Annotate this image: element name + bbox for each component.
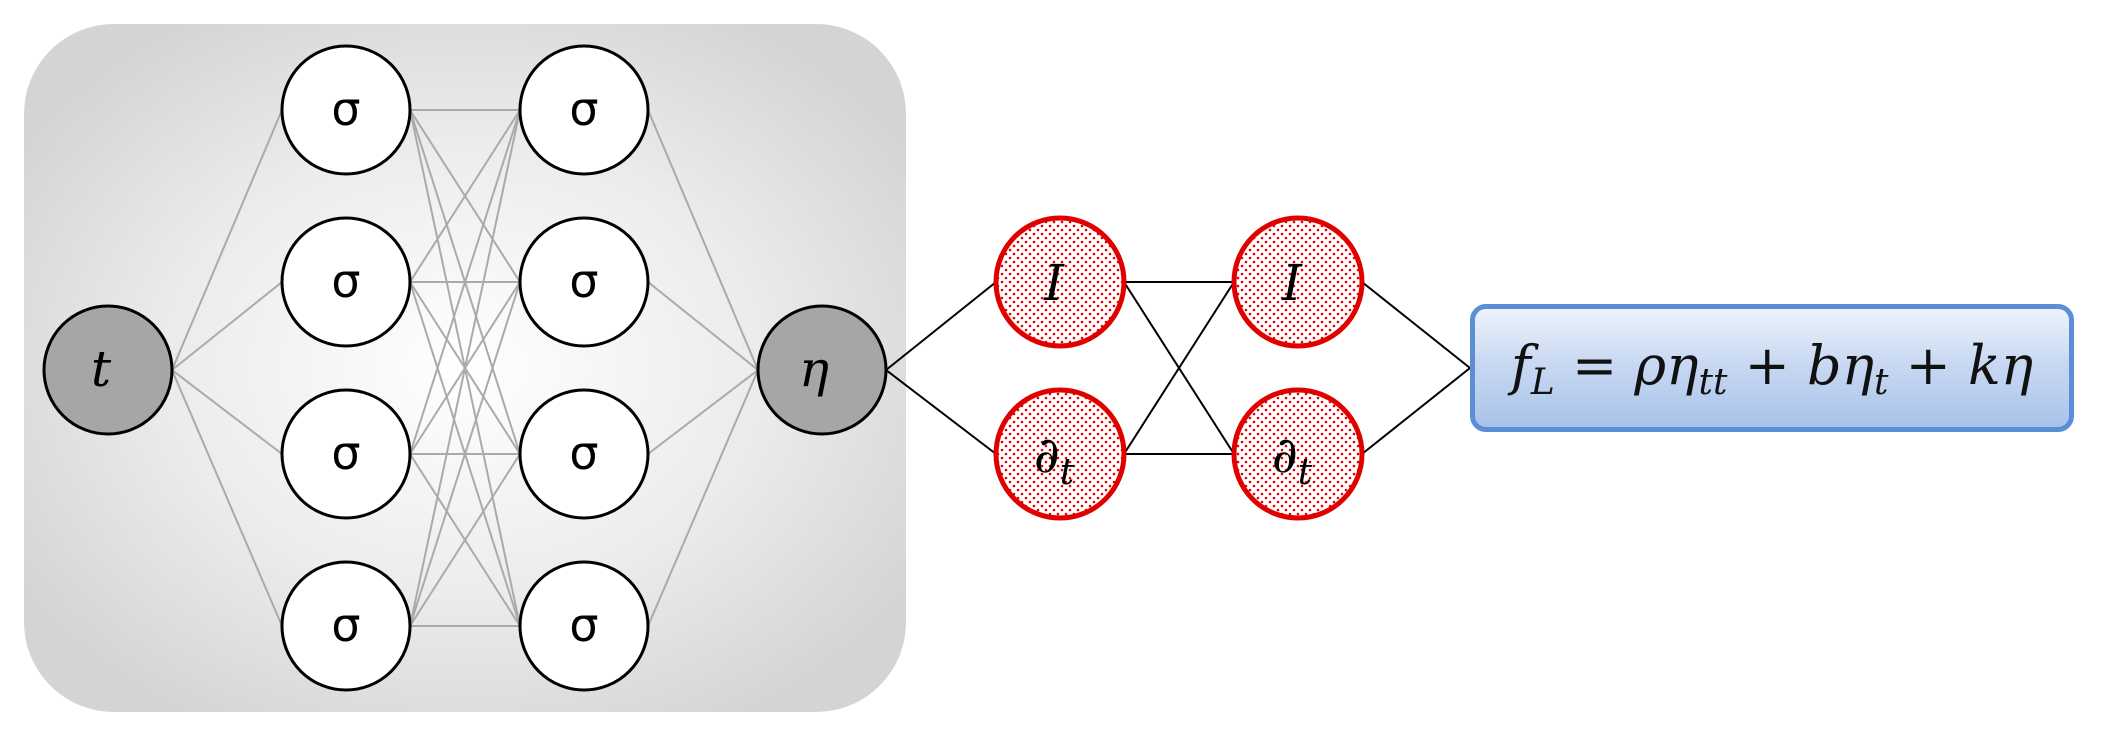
connection-line <box>647 109 759 371</box>
operator-identity-1: I <box>993 215 1127 349</box>
input-node-label: t <box>91 340 112 398</box>
hidden-layer-1: σ σ σ σ <box>280 44 412 692</box>
connection-line <box>647 281 759 371</box>
connection-line <box>1123 281 1235 455</box>
connection-line <box>647 369 759 627</box>
hidden-neuron-label: σ <box>331 254 360 308</box>
input-node-t: t <box>42 304 174 436</box>
loss-formula: fL = ρηtt + bηt + kη <box>1510 333 2034 403</box>
hidden-neuron: σ <box>518 388 650 520</box>
connection-line <box>409 109 521 283</box>
operator-connections <box>885 281 1471 455</box>
hidden-neuron-label: σ <box>569 426 598 480</box>
connection-line <box>171 109 283 371</box>
derivative-label: ∂t <box>1034 426 1075 493</box>
connection-line <box>171 369 283 627</box>
loss-formula-box: fL = ρηtt + bηt + kη <box>1470 304 2074 432</box>
connection-line <box>171 369 283 455</box>
connection-line <box>1361 367 1471 455</box>
operator-identity-2: I <box>1231 215 1365 349</box>
connection-line <box>885 369 997 455</box>
derivative-label: ∂t <box>1272 426 1313 493</box>
identity-label: I <box>1043 254 1065 312</box>
hidden-neuron-label: σ <box>331 82 360 136</box>
connection-line <box>1361 281 1471 369</box>
output-node-label: η <box>799 340 829 398</box>
hidden-layer-2: σ σ σ σ <box>518 44 650 692</box>
hidden-neuron: σ <box>280 44 412 176</box>
hidden-neuron-label: σ <box>569 254 598 308</box>
operator-derivative-1: ∂t <box>993 387 1127 521</box>
connection-line <box>409 453 521 627</box>
connection-line <box>885 281 997 371</box>
hidden-neuron-label: σ <box>331 598 360 652</box>
hidden-neuron: σ <box>518 216 650 348</box>
hidden-neuron: σ <box>280 560 412 692</box>
operator-derivative-2: ∂t <box>1231 387 1365 521</box>
connection-line <box>171 281 283 371</box>
output-node-eta: η <box>756 304 888 436</box>
hidden-neuron: σ <box>518 44 650 176</box>
hidden-neuron: σ <box>280 216 412 348</box>
connection-line <box>409 109 521 455</box>
connection-line <box>647 369 759 455</box>
identity-label: I <box>1281 254 1303 312</box>
hidden-neuron: σ <box>518 560 650 692</box>
hidden-neuron-label: σ <box>569 598 598 652</box>
connection-line <box>409 109 521 627</box>
hidden-neuron-label: σ <box>569 82 598 136</box>
connection-line <box>409 281 521 627</box>
network-connections <box>171 109 759 627</box>
hidden-neuron-label: σ <box>331 426 360 480</box>
hidden-neuron: σ <box>280 388 412 520</box>
